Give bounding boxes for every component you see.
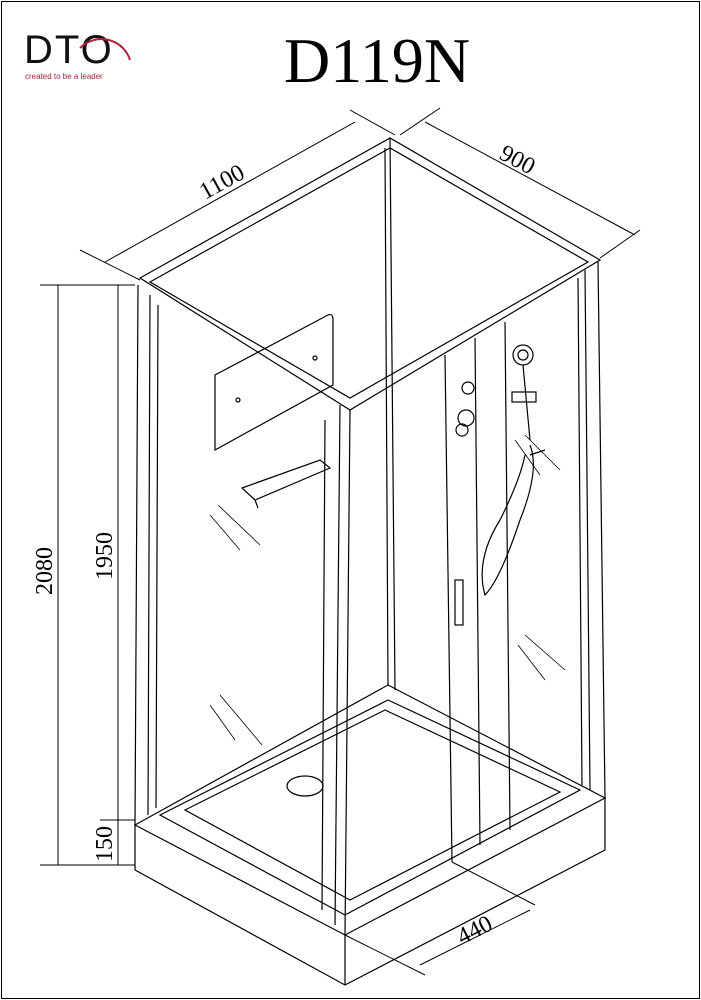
dimension-door-width: 440: [453, 911, 497, 951]
glass-reflections: [209, 434, 566, 746]
shower-set: [454, 344, 546, 626]
back-panel-and-shelf: [214, 313, 334, 509]
logo-brand: DTO: [24, 28, 114, 72]
logo-arc: [79, 38, 131, 61]
dimension-tray-height: 150: [92, 826, 118, 862]
model-title: D119N: [284, 25, 471, 96]
dimension-width: 1100: [195, 160, 249, 206]
dimension-cabin-height: 1950: [92, 532, 118, 580]
dimension-depth: 900: [495, 140, 539, 180]
shower-tray: [133, 684, 607, 986]
cabin-frame: [134, 261, 606, 936]
logo-tagline: created to be a leader: [25, 72, 103, 81]
dimension-lines: [40, 107, 641, 976]
dimension-total-height: 2080: [32, 547, 58, 595]
cabin-top: [138, 137, 602, 691]
